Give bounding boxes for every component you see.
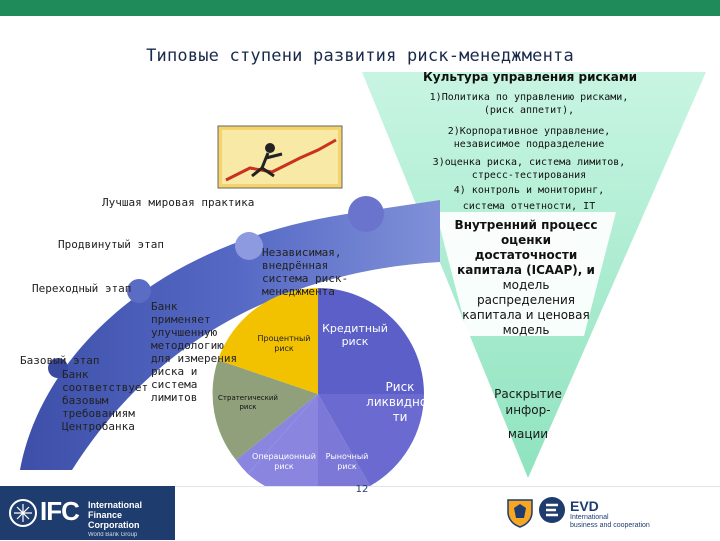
pie-label-line: риск (341, 335, 369, 348)
ifc-text: International Finance Corporation World … (88, 500, 175, 540)
ifc-line: International (88, 500, 143, 510)
description-transitional: Банк применяет улучшенную методологию дл… (151, 300, 237, 404)
pie-label-line: риск (337, 462, 357, 471)
description-line: менеджмента (262, 285, 335, 298)
pie-slice-strategic (212, 360, 318, 460)
pie-label-line: риск (239, 403, 257, 411)
culture-heading: Культура управления рисками (422, 70, 638, 84)
pie-label-line: Рыночный (325, 452, 369, 461)
description-line: риска и (151, 365, 198, 378)
stage-marker-transitional (127, 279, 151, 303)
coat-of-arms-icon (506, 496, 534, 528)
pie-label-credit: Кредитный риск (318, 322, 392, 348)
ifc-emblem-icon (8, 498, 38, 528)
pie-label-line: ликвиднос (366, 395, 434, 409)
icaap-line: распределения (476, 293, 575, 307)
pie-label-line: риск (274, 344, 294, 353)
pie-slice-credit (318, 288, 424, 394)
disclosure-line: мации (507, 427, 549, 441)
pie-label-operational: Операционный риск (252, 452, 316, 472)
description-line: Банк (151, 300, 178, 313)
icaap-line: модель (502, 323, 550, 337)
pie-label-market: Рыночный риск (322, 452, 372, 472)
pie-slice-percent (218, 288, 318, 394)
pie-label-line: ти (392, 410, 408, 424)
description-line: лимитов (151, 391, 198, 404)
icaap-line: Внутренний процесс (454, 218, 598, 232)
description-line: Центробанка (62, 420, 135, 433)
risk-pie (212, 288, 424, 501)
description-line: применяет (151, 313, 211, 326)
culture-item: система отчетности, IT (462, 201, 596, 211)
culture-item: 1)Политика по управлению рисками, (429, 92, 629, 103)
ifc-logo[interactable]: IFC International Finance Corporation Wo… (0, 486, 175, 540)
description-advanced: Независимая, внедрённая система риск- ме… (262, 246, 348, 298)
slide-title: Типовые ступени развития риск-менеджмент… (146, 46, 574, 66)
description-line: внедрённая (262, 259, 329, 272)
pie-label-line: Кредитный (322, 322, 388, 335)
pie-label-strategic: Стратегический риск (212, 394, 284, 412)
icaap-line: достаточности (474, 248, 578, 262)
icaap-line: оценки (500, 233, 552, 247)
description-line: для измерения (151, 352, 238, 365)
evd-line: International (570, 514, 609, 521)
pie-slice-market (318, 394, 370, 500)
pie-label-line: Операционный (252, 452, 316, 461)
business-photo (217, 125, 343, 189)
page-number: 12 (355, 484, 369, 495)
ifc-line: World Bank Group (88, 532, 138, 538)
ifc-line: Finance Corporation (88, 510, 140, 530)
culture-item: независимое подразделение (453, 139, 605, 150)
culture-item: (риск аппетит), (483, 105, 575, 116)
description-line: методологию (151, 339, 224, 352)
culture-item: 2)Корпоративное управление, (447, 126, 611, 137)
stage-label-best: Лучшая мировая практика (102, 196, 255, 209)
pie-label-line: Стратегический (218, 394, 278, 402)
pie-label-line: Риск (385, 380, 415, 394)
stage-label-transitional: Переходный этап (32, 282, 132, 295)
culture-item: 3)оценка риска, система лимитов, (432, 157, 626, 168)
evd-emblem-icon (538, 496, 566, 524)
pie-label-percent: Процентный риск (252, 334, 316, 354)
pie-slice-operational-b (236, 394, 318, 474)
stage-label-advanced: Продвинутый этап (58, 238, 164, 251)
stage-marker-best (348, 196, 384, 232)
description-line: Независимая, (262, 246, 342, 259)
stage-label-base: Базовый этап (20, 354, 100, 367)
icaap-line: модель (502, 278, 550, 292)
culture-item: стресс-тестирования (471, 170, 587, 181)
disclosure-line: инфор- (505, 403, 551, 417)
description-base: Банк соответствует базовым требованиям Ц… (62, 368, 148, 433)
icaap-block: Внутренний процесс оценки достаточности … (446, 218, 606, 338)
description-line: система (151, 378, 198, 391)
disclosure-block: Раскрытие инфор- мации (476, 386, 580, 442)
disclosure-line: Раскрытие (494, 387, 562, 401)
pie-slice-liquidity (318, 394, 424, 486)
description-line: улучшенную (151, 326, 218, 339)
description-line: требованиям (62, 407, 135, 420)
description-line: Банк (62, 368, 89, 381)
description-line: базовым (62, 394, 109, 407)
evd-line: business and cooperation (570, 522, 650, 529)
pie-label-liquidity: Риск ликвиднос ти (358, 380, 442, 425)
evd-mark: EVD (570, 498, 599, 514)
top-accent-bar (0, 0, 720, 16)
pie-slice-operational (248, 394, 318, 501)
description-line: система риск- (262, 272, 349, 285)
stage-marker-base (48, 358, 68, 378)
evd-text: International business and cooperation (570, 514, 650, 530)
icaap-line: капитала (ICAAP), и (457, 263, 595, 277)
development-arc (20, 200, 440, 470)
description-line: соответствует (62, 381, 149, 394)
pie-label-line: Процентный (257, 334, 311, 343)
stage-marker-advanced (235, 232, 263, 260)
icaap-line: капитала и ценовая (462, 308, 590, 322)
ifc-mark: IFC (40, 496, 80, 526)
icaap-panel (436, 212, 616, 336)
culture-item: 4) контроль и мониторинг, (453, 185, 605, 196)
pie-label-line: риск (274, 462, 294, 471)
